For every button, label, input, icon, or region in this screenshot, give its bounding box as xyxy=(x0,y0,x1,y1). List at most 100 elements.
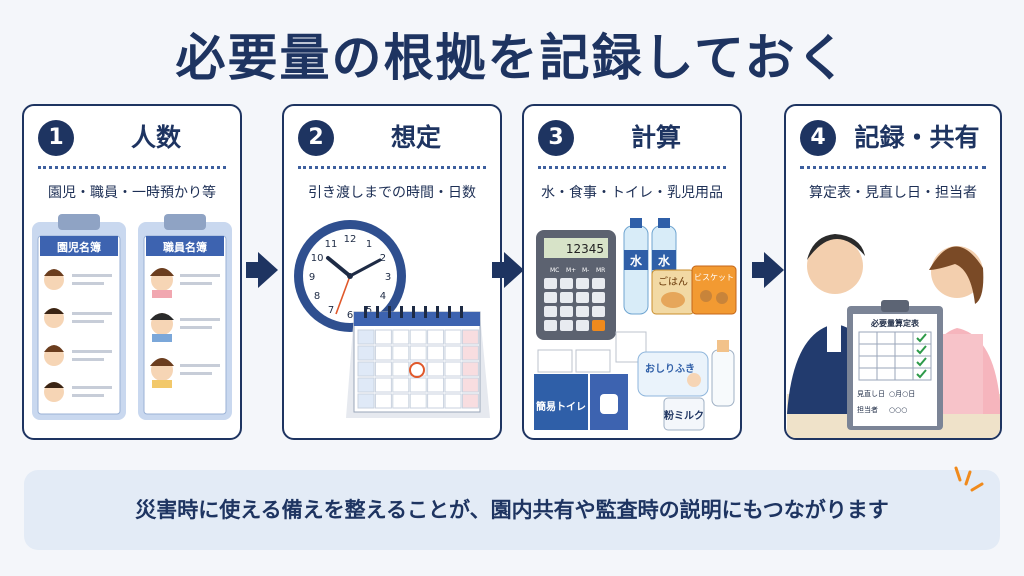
roster-title-staff: 職員名簿 xyxy=(163,240,207,254)
step-header: 3 計算 xyxy=(524,118,740,158)
check-icon xyxy=(916,345,927,355)
sheet-cell xyxy=(858,367,878,381)
calendar-cell xyxy=(374,361,392,377)
sheet-cell xyxy=(876,367,896,381)
baby-bottle-icon xyxy=(711,340,735,407)
step-number: 2 xyxy=(298,120,334,156)
sheet-cell xyxy=(894,367,914,381)
toilet-paper-icon xyxy=(537,331,647,373)
step-header: 2 想定 xyxy=(284,118,500,158)
calculator-key xyxy=(544,292,557,303)
calendar-cell xyxy=(461,345,479,361)
step-number: 3 xyxy=(538,120,574,156)
supplies-illustration: 12345 MC M+ M- MR 水 水 ごはん ビスケット xyxy=(534,218,737,431)
clock-number: 4 xyxy=(380,291,386,302)
step-title: 人数 xyxy=(130,123,181,152)
sheet-cell xyxy=(876,331,896,345)
calculator-display: 12345 xyxy=(566,242,604,256)
clock-number: 6 xyxy=(347,310,353,321)
sheet-cell xyxy=(894,331,914,345)
calendar-cell xyxy=(392,393,410,409)
biscuit-label: ビスケット xyxy=(694,273,734,282)
wipes-pack-icon: おしりふき xyxy=(637,351,709,397)
calculator-key xyxy=(544,320,557,331)
calendar-cell xyxy=(409,345,427,361)
toilet-box-label: 簡易トイレ xyxy=(536,400,586,413)
child-face-icon xyxy=(44,345,64,366)
review-date-label: 見直し日 xyxy=(857,389,885,398)
calendar-cell xyxy=(357,377,375,393)
calendar-cell xyxy=(427,345,445,361)
step-card-record-share: 4 記録・共有 算定表・見直し日・担当者 必要量算定表 見直し日 ○月○日 担当… xyxy=(784,104,1002,440)
calendar-cell xyxy=(427,393,445,409)
calculator-key xyxy=(576,278,589,289)
clipboard-sheet-icon: 必要量算定表 見直し日 ○月○日 担当者 ○○○ xyxy=(847,300,943,430)
divider xyxy=(298,166,486,169)
calculator-key xyxy=(560,278,573,289)
sheet-cell xyxy=(858,355,878,369)
check-icon xyxy=(916,357,927,367)
calendar-cell xyxy=(392,329,410,345)
clock-number: 5 xyxy=(366,305,372,316)
calendar-cell xyxy=(357,361,375,377)
flow-arrow-stem xyxy=(246,262,260,278)
calculator-key xyxy=(576,292,589,303)
calculator-key xyxy=(592,320,605,331)
step-number: 1 xyxy=(38,120,74,156)
calendar-cell xyxy=(427,329,445,345)
flow-arrow-stem xyxy=(752,262,766,278)
step-subtitle: 算定表・見直し日・担当者 xyxy=(809,185,977,201)
calendar-grid xyxy=(357,329,479,409)
review-date-value: ○月○日 xyxy=(889,390,915,398)
clock-number: 8 xyxy=(314,291,320,302)
calendar-cell xyxy=(461,393,479,409)
child-face-icon xyxy=(44,308,64,328)
flow-arrow-icon xyxy=(504,252,524,288)
flow-arrow-icon xyxy=(764,252,784,288)
sheet-grid xyxy=(858,331,932,381)
check-icon xyxy=(916,369,927,379)
calendar-cell xyxy=(409,393,427,409)
calendar-cell xyxy=(444,393,462,409)
calc-key-label: MC xyxy=(550,267,559,274)
divider xyxy=(38,166,226,169)
calendar-cell xyxy=(444,345,462,361)
calculator-key xyxy=(560,306,573,317)
calculator-key xyxy=(544,306,557,317)
calculator-key xyxy=(576,306,589,317)
check-icon xyxy=(916,333,927,343)
clock-number: 12 xyxy=(344,234,357,245)
sheet-cell xyxy=(858,343,878,357)
summary-banner: 災害時に使える備えを整えることが、園内共有や監査時の説明にもつながります xyxy=(24,470,1000,550)
biscuit-pack-icon: ビスケット xyxy=(691,265,737,315)
wipes-label: おしりふき xyxy=(645,363,695,375)
step-subtitle: 引き渡しまでの時間・日数 xyxy=(308,185,476,201)
calendar-cell xyxy=(409,329,427,345)
calendar-cell xyxy=(427,377,445,393)
roster-title-children: 園児名簿 xyxy=(57,240,101,254)
clock-number: 7 xyxy=(328,305,334,316)
calculator-key xyxy=(544,278,557,289)
formula-can-icon: 粉ミルク xyxy=(663,397,705,431)
calendar-cell xyxy=(427,361,445,377)
step-title: 記録・共有 xyxy=(854,123,980,152)
child-face-icon xyxy=(44,382,64,402)
roster-clipboards-illustration: 園児名簿 職員名簿 xyxy=(32,214,232,420)
calendar-cell xyxy=(461,361,479,377)
calendar-cell xyxy=(444,377,462,393)
calendar-cell xyxy=(392,361,410,377)
calendar-cell xyxy=(461,329,479,345)
summary-text: 災害時に使える備えを整えることが、園内共有や監査時の説明にもつながります xyxy=(135,498,889,522)
calculator-key xyxy=(560,292,573,303)
step-card-headcount: 1 人数 園児・職員・一時預かり等 園児名簿 職員名簿 xyxy=(22,104,242,440)
calendar-cell xyxy=(392,377,410,393)
calculator-keys xyxy=(544,278,605,331)
calendar-cell xyxy=(374,393,392,409)
emphasis-spark-icon xyxy=(954,466,984,492)
flow-arrow-icon xyxy=(258,252,278,288)
calendar-cell xyxy=(374,329,392,345)
step-header: 1 人数 xyxy=(24,118,240,158)
calendar-cell xyxy=(374,377,392,393)
